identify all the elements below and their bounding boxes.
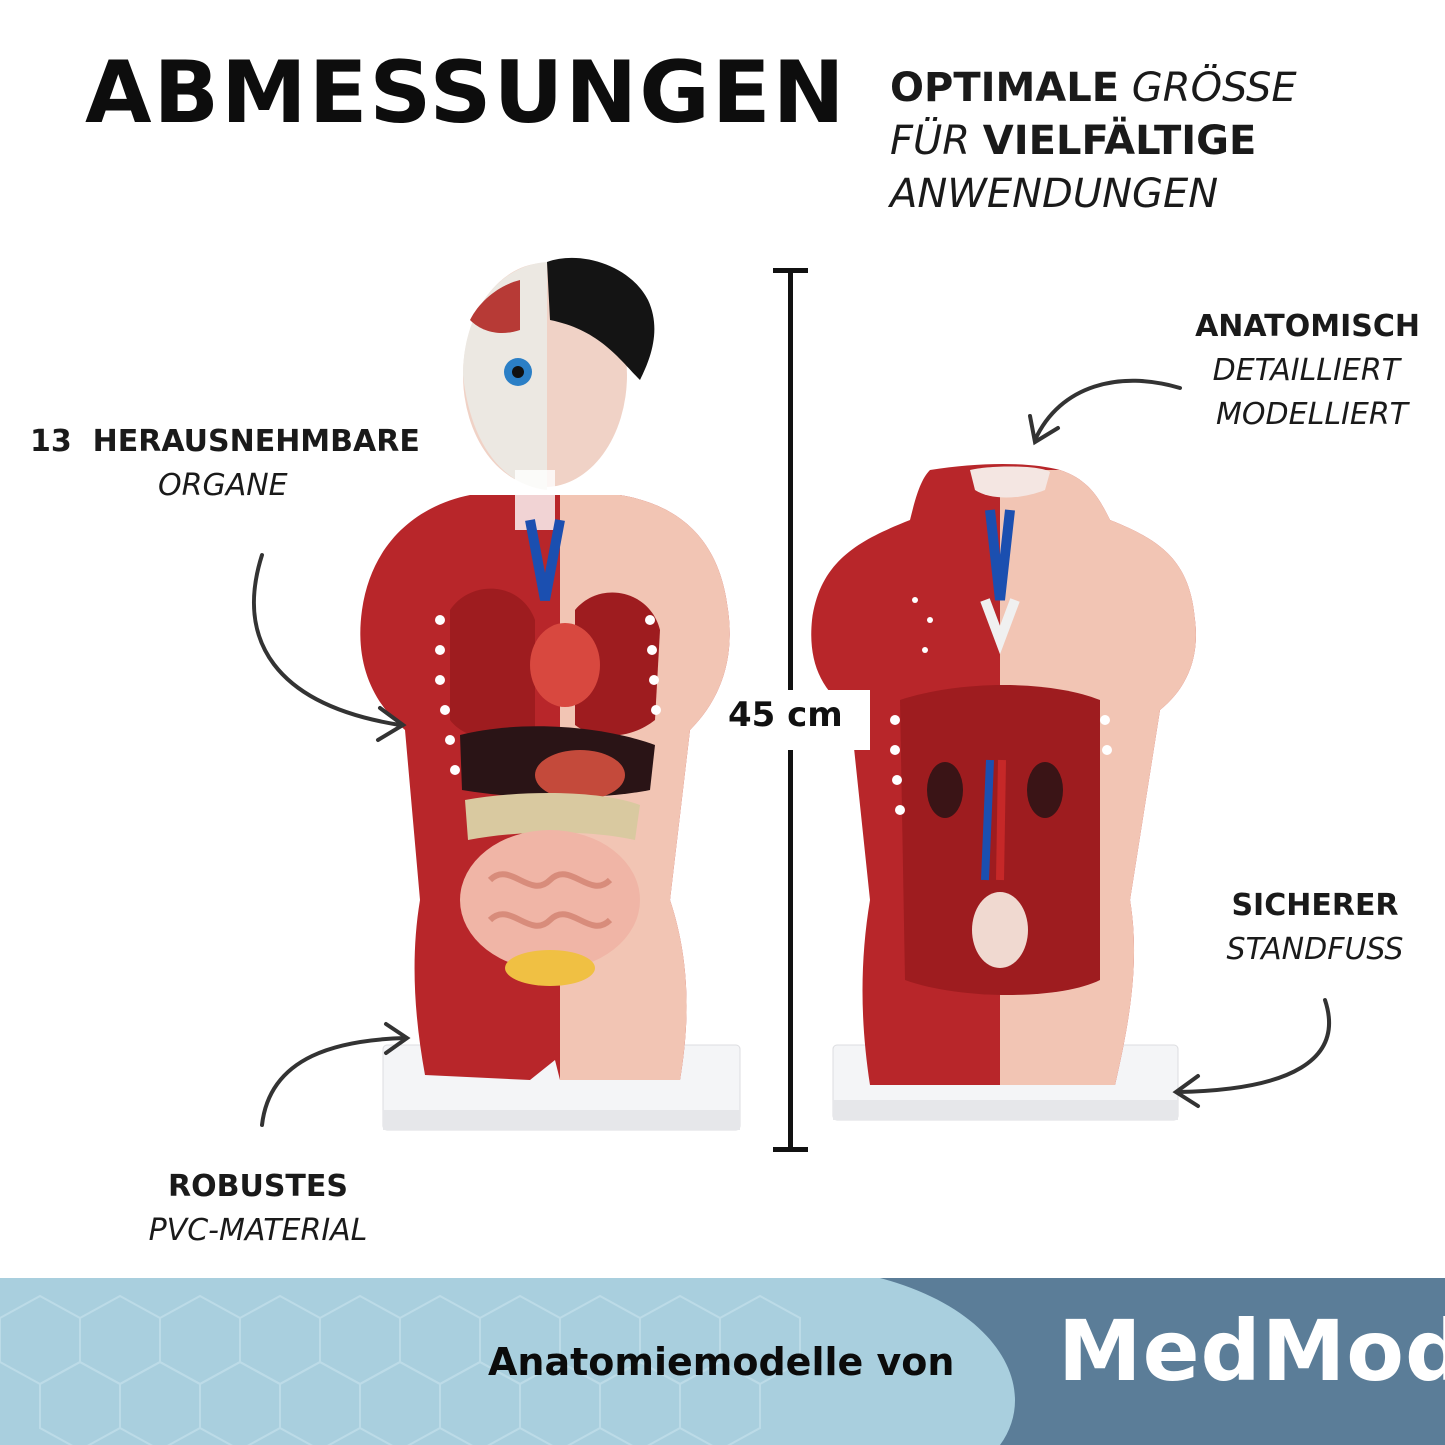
- anatomic-callout: ANATOMISCH DETAILLIERT MODELLIERT: [1170, 305, 1420, 437]
- organs-arrow: [252, 553, 402, 727]
- torso-model-back-image: [811, 464, 1196, 1121]
- tagline-line2-italic: FÜR: [890, 118, 971, 164]
- base-callout: SICHERER STANDFUSS: [1205, 884, 1425, 972]
- footer-band: [0, 1278, 1445, 1445]
- measurement-cap-bottom: [773, 1147, 808, 1152]
- base-arrowhead: [1172, 1074, 1200, 1108]
- material-callout-strong: ROBUSTES: [168, 1169, 348, 1204]
- organs-callout-em: ORGANE: [158, 468, 288, 503]
- callout-arrows: [252, 378, 1332, 1127]
- footer-text: Anatomiemodelle von: [488, 1340, 955, 1384]
- base-callout-em: STANDFUSS: [1226, 932, 1404, 967]
- tagline-line2-bold: VIELFÄLTIGE: [982, 118, 1257, 164]
- anatomic-arrow: [1033, 378, 1182, 442]
- anatomic-callout-strong: ANATOMISCH: [1195, 309, 1420, 344]
- anatomic-callout-em1: DETAILLIERT: [1212, 353, 1400, 388]
- base-arrow: [1176, 998, 1332, 1094]
- tagline-line1-bold: OPTIMALE: [890, 65, 1120, 111]
- material-callout-em: PVC-MATERIAL: [148, 1213, 368, 1248]
- measurement-label-gap: [720, 690, 870, 750]
- tagline-line3-italic: ANWENDUNGEN: [890, 171, 1219, 217]
- material-arrow: [260, 1036, 407, 1127]
- anatomic-callout-em2: MODELLIERT: [1216, 397, 1408, 432]
- organs-callout: 13 HERAUSNEHMBARE ORGANE: [30, 420, 420, 508]
- material-callout: ROBUSTES PVC-MATERIAL: [128, 1165, 388, 1253]
- measurement-cap-top: [773, 268, 808, 273]
- brand-logo: MedMod: [1058, 1302, 1445, 1400]
- base-callout-strong: SICHERER: [1231, 888, 1399, 923]
- organs-arrowhead: [376, 706, 407, 742]
- tagline: OPTIMALE GRÖSSE FÜR VIELFÄLTIGE ANWENDUN…: [890, 62, 1297, 221]
- page-title: ABMESSUNGEN: [85, 43, 847, 143]
- tagline-line1-italic: GRÖSSE: [1131, 65, 1297, 111]
- torso-model-front-image: [360, 257, 741, 1131]
- organs-callout-strong: 13 HERAUSNEHMBARE: [30, 424, 420, 459]
- material-arrowhead: [384, 1022, 411, 1055]
- anatomic-arrowhead: [1028, 414, 1060, 446]
- measurement-label: 45 cm: [728, 695, 843, 735]
